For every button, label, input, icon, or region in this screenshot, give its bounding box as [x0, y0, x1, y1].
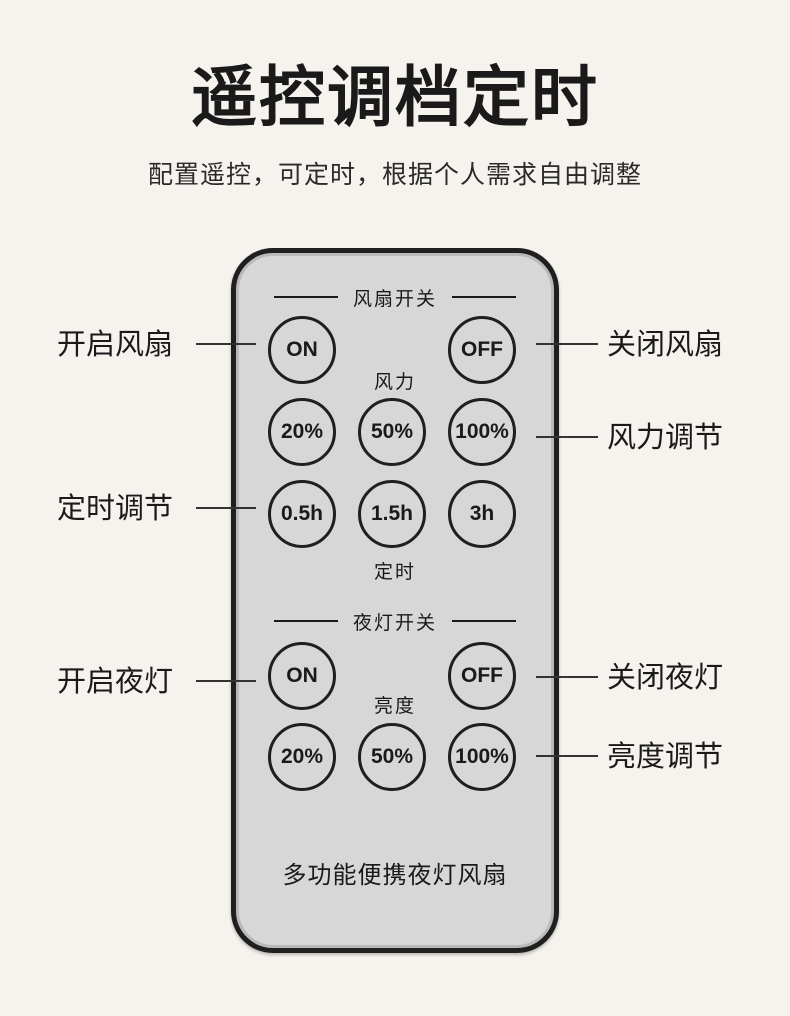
light-on-button[interactable]: ON: [268, 642, 336, 710]
fan-off-button[interactable]: OFF: [448, 316, 516, 384]
callout-wind-adjust: 风力调节: [607, 420, 724, 454]
leader-light-off: [536, 676, 598, 678]
fan-section-label: 风扇开关: [352, 288, 438, 310]
callout-fan-off: 关闭风扇: [607, 327, 724, 361]
leader-brightness-adjust: [536, 755, 598, 757]
leader-timer-adjust: [196, 507, 256, 509]
leader-light-on: [196, 680, 256, 682]
light-section-label: 夜灯开关: [352, 612, 438, 634]
brightness-label: 亮度: [373, 695, 417, 717]
product-name: 多功能便携夜灯风扇: [282, 861, 508, 889]
remote-control: 风扇开关 ON OFF 风力 20% 50% 100% 0.5h 1.5h 3h…: [231, 248, 559, 953]
fan-on-button[interactable]: ON: [268, 316, 336, 384]
fan-section-rule-right: [452, 296, 516, 298]
brightness-50-button[interactable]: 50%: [358, 723, 426, 791]
callout-brightness-adjust: 亮度调节: [607, 739, 724, 773]
brightness-100-button[interactable]: 100%: [448, 723, 516, 791]
leader-fan-off: [536, 343, 598, 345]
wind-50-button[interactable]: 50%: [358, 398, 426, 466]
light-section-rule-right: [452, 620, 516, 622]
page-subtitle: 配置遥控，可定时，根据个人需求自由调整: [147, 160, 642, 189]
timer-15h-button[interactable]: 1.5h: [358, 480, 426, 548]
callout-light-on: 开启夜灯: [57, 664, 174, 698]
callout-fan-on: 开启风扇: [57, 327, 174, 361]
wind-20-button[interactable]: 20%: [268, 398, 336, 466]
light-section-rule-left: [274, 620, 338, 622]
leader-fan-on: [196, 343, 256, 345]
wind-100-button[interactable]: 100%: [448, 398, 516, 466]
callout-light-off: 关闭夜灯: [607, 660, 724, 694]
callout-timer-adjust: 定时调节: [57, 491, 174, 525]
wind-label: 风力: [373, 371, 417, 393]
fan-section-rule-left: [274, 296, 338, 298]
brightness-20-button[interactable]: 20%: [268, 723, 336, 791]
light-off-button[interactable]: OFF: [448, 642, 516, 710]
leader-wind-adjust: [536, 436, 598, 438]
timer-05h-button[interactable]: 0.5h: [268, 480, 336, 548]
timer-label: 定时: [373, 561, 417, 583]
page-title: 遥控调档定时: [191, 59, 599, 136]
timer-3h-button[interactable]: 3h: [448, 480, 516, 548]
